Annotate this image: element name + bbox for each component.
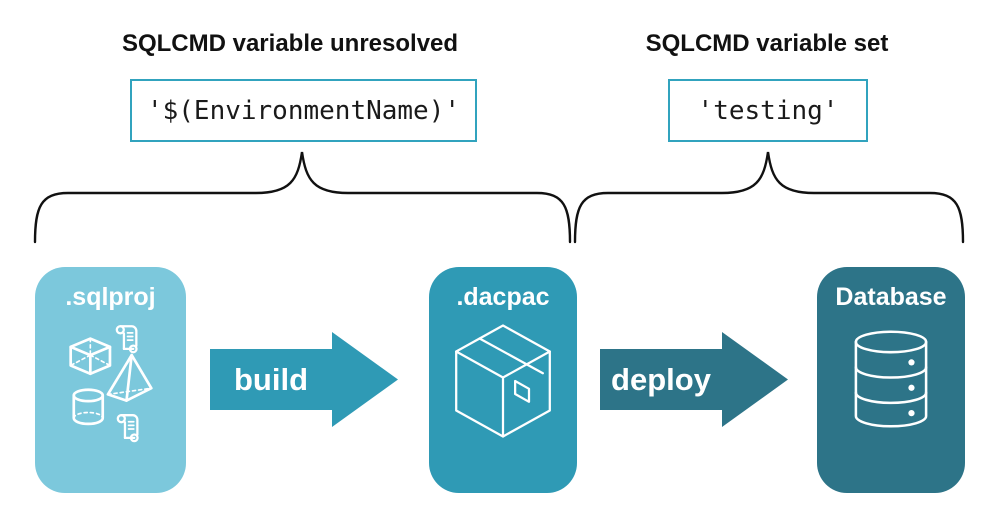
testing-value-code-box: 'testing': [668, 79, 868, 142]
deploy-arrow: deploy: [600, 332, 788, 427]
build-arrow-shape: [210, 332, 398, 427]
left-brace-icon: [33, 151, 572, 244]
environment-variable-code-box: '$(EnvironmentName)': [130, 79, 477, 142]
node-dacpac: .dacpac: [429, 267, 577, 493]
build-arrow: build: [210, 332, 398, 427]
node-database-label: Database: [835, 283, 947, 311]
build-arrow-label: build: [233, 361, 309, 397]
right-annotation-title: SQLCMD variable set: [645, 30, 889, 57]
left-annotation-title: SQLCMD variable unresolved: [121, 30, 459, 57]
node-dacpac-label: .dacpac: [456, 283, 550, 311]
sql-objects-icon: [69, 325, 153, 443]
right-brace-icon: [573, 151, 965, 244]
node-database: Database: [817, 267, 965, 493]
package-icon: [455, 324, 551, 438]
deploy-arrow-label: deploy: [611, 361, 711, 397]
testing-value-code: 'testing': [697, 95, 839, 126]
database-icon: [854, 330, 928, 428]
node-sqlproj: .sqlproj: [35, 267, 186, 493]
deploy-arrow-shape: [600, 332, 788, 427]
environment-variable-code: '$(EnvironmentName)': [146, 95, 461, 126]
node-sqlproj-label: .sqlproj: [65, 283, 156, 311]
